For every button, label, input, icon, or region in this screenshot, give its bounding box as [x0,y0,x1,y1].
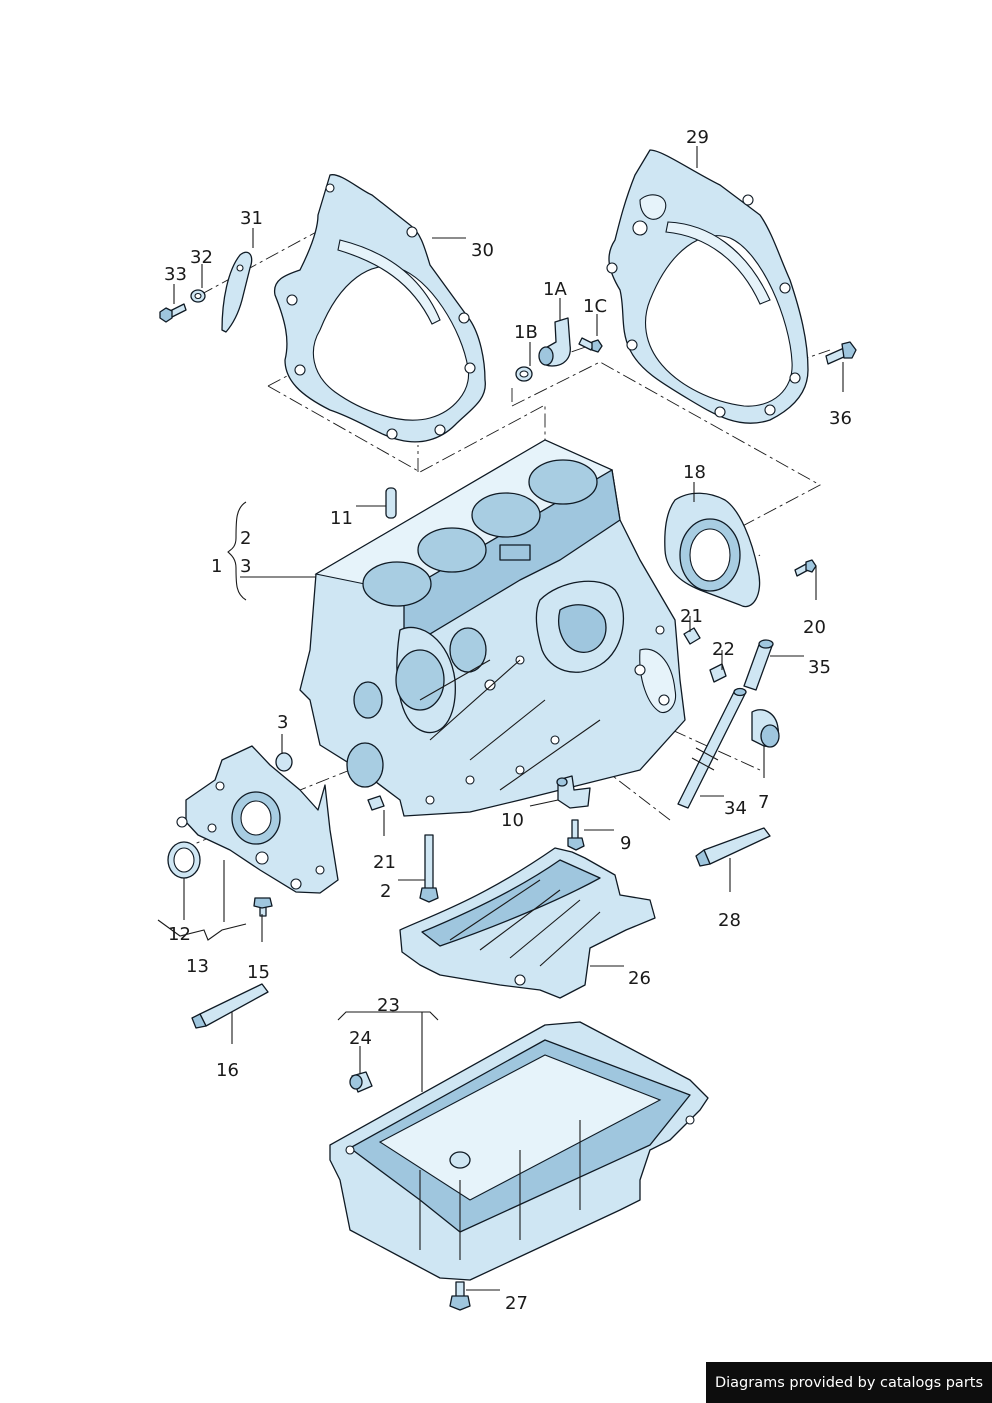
dowel-11 [385,487,397,519]
credit-banner: Diagrams provided by catalogs parts [706,1362,992,1403]
callout-16: 16 [216,1060,239,1081]
callout-11: 11 [330,508,353,529]
o-ring-1b [515,366,533,382]
callout-1: 1 [211,556,222,577]
dowel-21-upper [683,627,701,645]
dowel-22 [709,663,727,683]
engine-block [299,439,686,817]
callout-3-seal: 3 [277,712,288,733]
seal-flange-18 [664,492,761,608]
callout-9: 9 [620,833,631,854]
callout-26: 26 [628,968,651,989]
connector-7 [751,709,780,748]
callout-22: 22 [712,639,735,660]
callout-32: 32 [190,247,213,268]
bolt-1c [578,337,603,353]
bolt-36 [825,341,857,365]
rear-gasket-30 [273,174,486,443]
callout-13: 13 [186,956,209,977]
callout-30: 30 [471,240,494,261]
callout-24: 24 [349,1028,372,1049]
sealant-tube-16 [191,983,269,1029]
callout-15: 15 [247,962,270,983]
callout-1a: 1A [543,279,567,300]
callout-36: 36 [829,408,852,429]
callout-28: 28 [718,910,741,931]
callout-18: 18 [683,462,706,483]
callout-29: 29 [686,127,709,148]
bolt-9 [567,819,585,851]
callout-23: 23 [377,995,400,1016]
callout-27: 27 [505,1293,528,1314]
callout-1c: 1C [583,296,607,317]
callout-7: 7 [758,792,769,813]
callout-10: 10 [501,810,524,831]
callout-2-bolt: 2 [380,881,391,902]
sensor-1a [538,317,571,367]
callout-12: 12 [168,924,191,945]
bracket-31 [221,251,253,333]
callout-31: 31 [240,208,263,229]
bolt-15 [253,897,273,917]
tube-35 [743,639,774,691]
callout-2-block: 2 [240,528,251,549]
callout-35: 35 [808,657,831,678]
callout-leaders [157,146,844,1291]
bolt-33 [159,303,187,323]
callout-3-block: 3 [240,556,251,577]
callout-labels: 29 31 30 32 33 1A 1C 1B 36 18 11 2 1 3 2… [164,127,852,1314]
callout-20: 20 [803,617,826,638]
callout-34: 34 [724,798,747,819]
bolt-20 [794,559,817,577]
dipstick-tube-34 [677,687,747,809]
rear-gasket-29 [606,149,809,424]
callout-21-upper: 21 [680,606,703,627]
dowel-21-lower [367,795,385,811]
washer-32 [190,289,206,303]
bolt-27 [449,1281,471,1311]
callout-1b: 1B [514,322,538,343]
credit-text: Diagrams provided by catalogs parts [714,1374,984,1391]
fitting-10 [556,775,591,809]
sealant-tube-28 [695,827,771,867]
callout-33: 33 [164,264,187,285]
long-bolt-2 [419,834,439,903]
seal-12 [167,841,201,879]
callout-21-lower: 21 [373,852,396,873]
oil-baffle-26 [399,847,656,999]
seal-3 [275,752,293,772]
drain-plug-24 [349,1071,373,1093]
oil-pan-23 [329,1021,709,1281]
front-cover-13 [176,745,339,894]
